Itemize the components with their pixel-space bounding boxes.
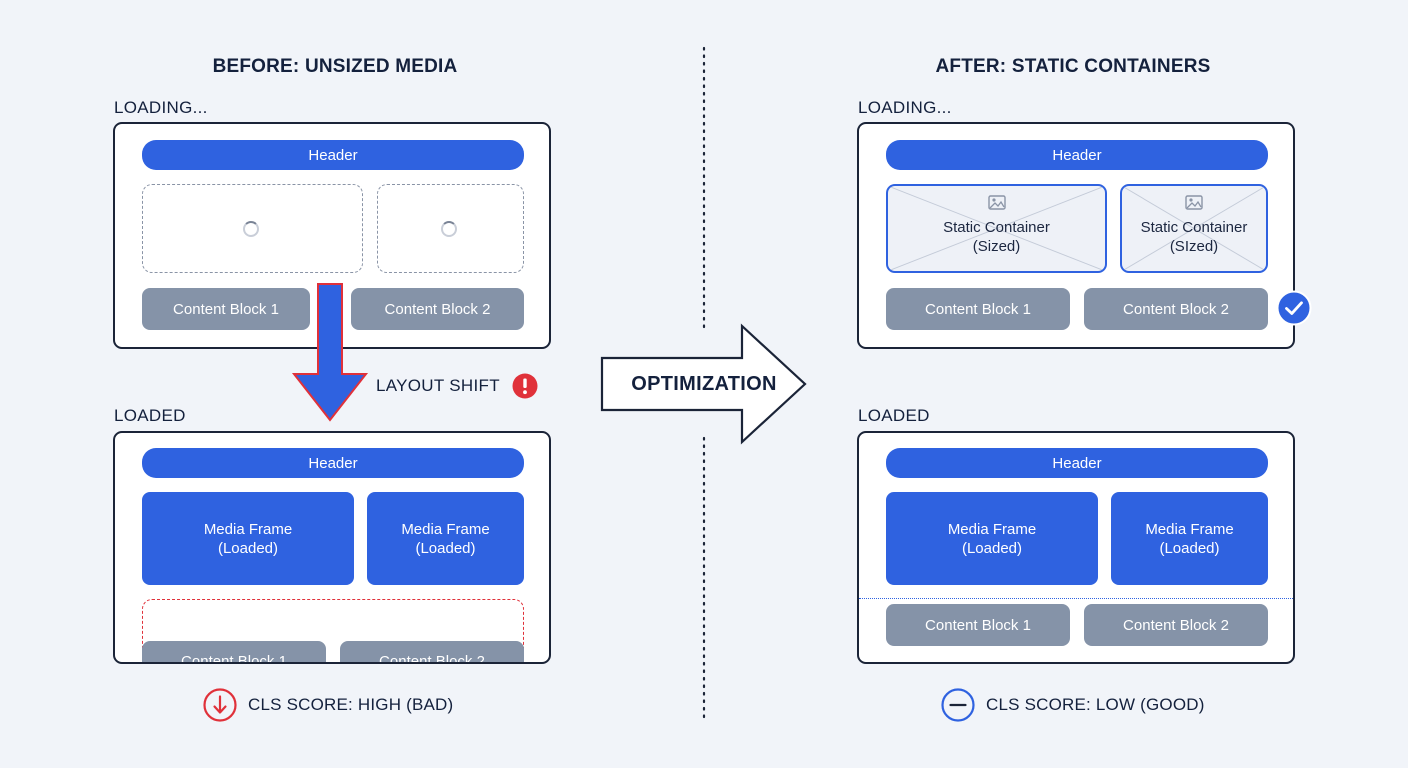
optimization-label: OPTIMIZATION [631,373,777,395]
down-arrow-circle-icon [203,688,237,722]
before-loading-content-block-1: Content Block 1 [142,288,310,330]
crossed-placeholder [888,186,1105,271]
after-media-frame-1: Media Frame (Loaded) [886,492,1098,585]
after-loading-frame: Header Static Container (Sized) Static C… [857,122,1295,349]
stable-boundary-line [859,598,1293,599]
after-loading-content-block-2: Content Block 2 [1084,288,1268,330]
shifted-region-outline [142,599,524,662]
after-loading-content-block-1: Content Block 1 [886,288,1070,330]
before-loading-frame: Header Content Block 1 Content Block 2 [113,122,551,349]
before-title: BEFORE: UNSIZED MEDIA [212,56,458,77]
spinner-icon [441,221,457,237]
image-placeholder-icon [1185,195,1203,210]
after-loaded-label: LOADED [858,406,930,425]
unsized-media-placeholder-2 [377,184,524,273]
before-shifted-content-block-1: Content Block 1 [142,641,326,662]
after-cls-score: CLS SCORE: LOW (GOOD) [986,695,1205,714]
before-shifted-content-block-2: Content Block 2 [340,641,524,662]
checkmark-icon [1276,290,1312,326]
before-loaded-frame: Header Media Frame (Loaded) Media Frame … [113,431,551,664]
before-loading-header: Header [142,140,524,170]
before-loading-label: LOADING... [114,98,208,117]
before-cls-score: CLS SCORE: HIGH (BAD) [248,695,454,714]
static-container-1-label: Static Container (Sized) [943,219,1050,255]
after-loading-label: LOADING... [858,98,952,117]
static-container-1: Static Container (Sized) [886,184,1107,273]
before-loading-content-block-2: Content Block 2 [351,288,524,330]
center-divider [702,46,706,722]
unsized-media-placeholder-1 [142,184,363,273]
static-container-2: Static Container (SIzed) [1120,184,1268,273]
before-media-frame-1: Media Frame (Loaded) [142,492,354,585]
before-media-frame-2: Media Frame (Loaded) [367,492,524,585]
layout-shift-label: LAYOUT SHIFT [376,376,500,395]
minus-circle-icon [941,688,975,722]
spinner-icon [243,221,259,237]
right-arrow-icon [600,323,807,445]
after-loaded-header: Header [886,448,1268,478]
crossed-placeholder [1122,186,1266,271]
after-loaded-frame: Header Media Frame (Loaded) Media Frame … [857,431,1295,664]
image-placeholder-icon [987,195,1006,210]
after-title: AFTER: STATIC CONTAINERS [935,56,1211,77]
after-loading-header: Header [886,140,1268,170]
exclamation-icon [512,373,538,399]
static-container-2-label: Static Container (SIzed) [1140,219,1248,255]
before-loaded-header: Header [142,448,524,478]
before-loaded-label: LOADED [114,406,186,425]
after-media-frame-2: Media Frame (Loaded) [1111,492,1268,585]
after-loaded-content-block-2: Content Block 2 [1084,604,1268,646]
down-arrow-icon [291,283,369,422]
after-loaded-content-block-1: Content Block 1 [886,604,1070,646]
